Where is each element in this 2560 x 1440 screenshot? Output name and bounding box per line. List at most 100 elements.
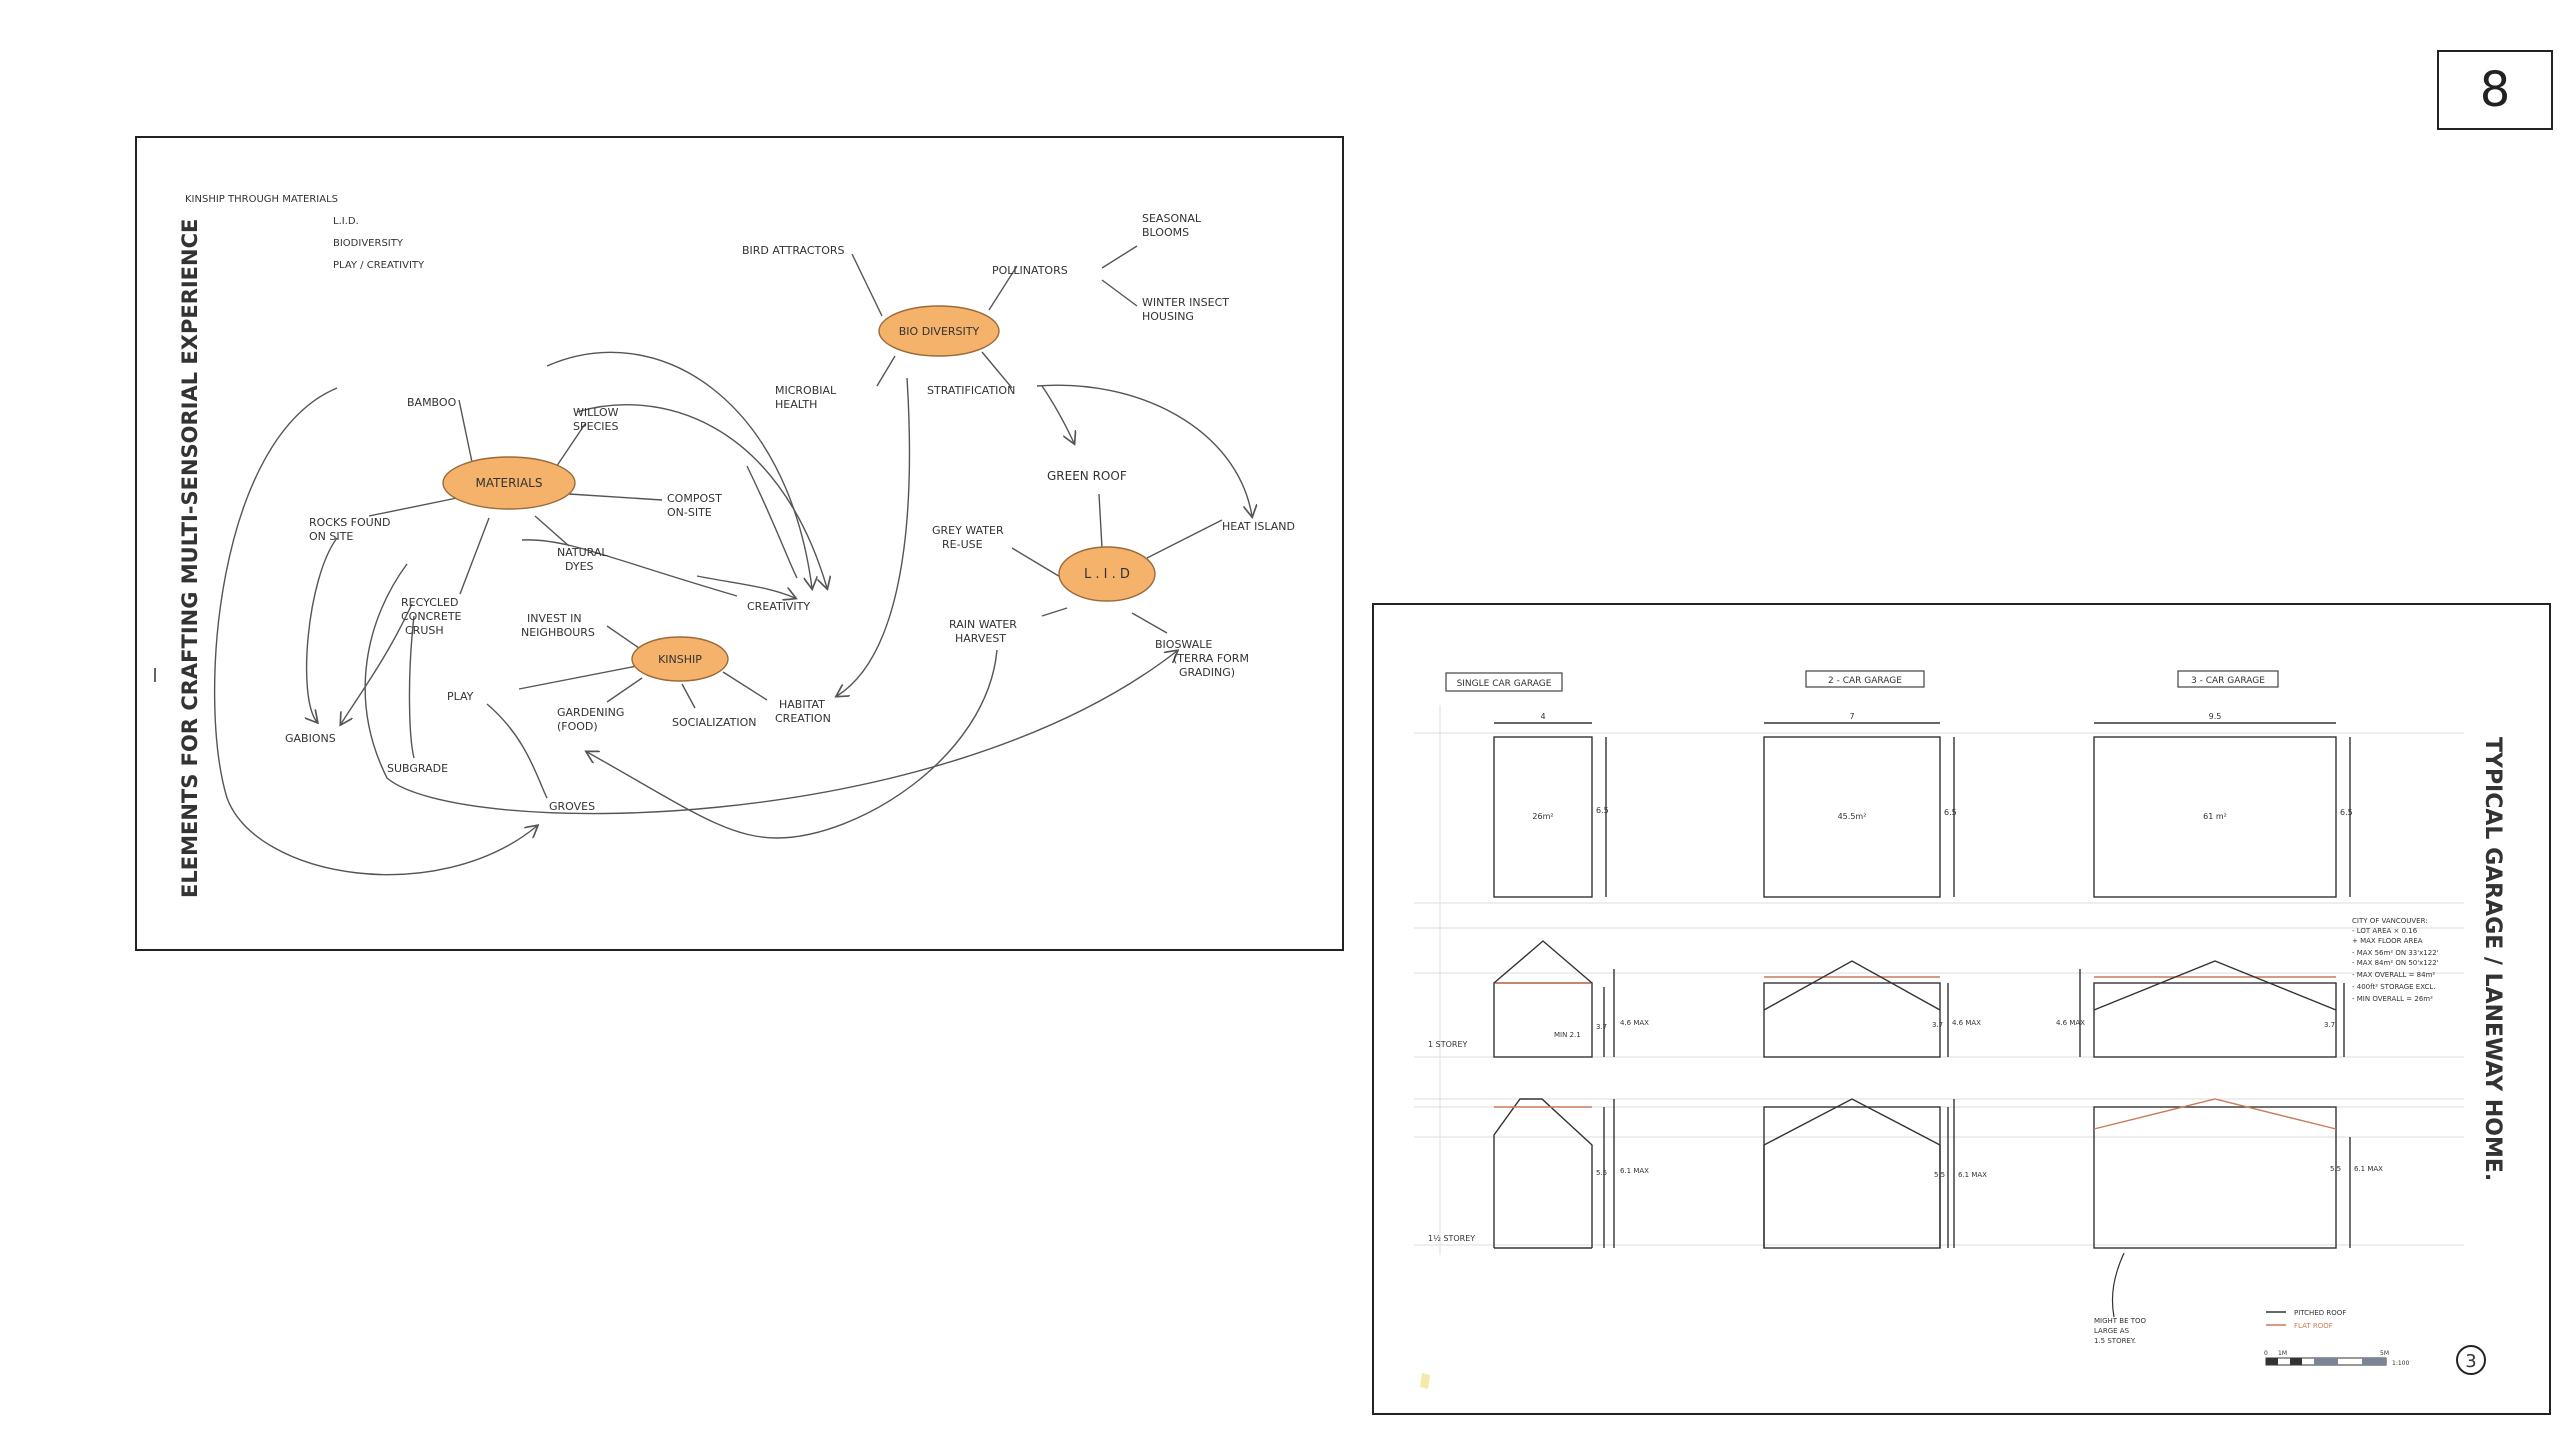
dim-61-two: 6.1 MAX xyxy=(1958,1171,1987,1179)
node-willow-2: SPECIES xyxy=(573,420,618,433)
node-grey-water-2: RE-USE xyxy=(942,538,983,551)
svg-text:- MAX 56m² ON 33'x122': - MAX 56m² ON 33'x122' xyxy=(2352,949,2439,957)
dim-61-three: 6.1 MAX xyxy=(2354,1165,2383,1173)
scale-bar: 0 1M 5M 1:100 xyxy=(2264,1350,2409,1367)
row-label-one-storey: 1 STOREY xyxy=(1428,1040,1468,1049)
hub-biodiversity xyxy=(878,305,1000,357)
width-two: 7 xyxy=(1849,712,1854,721)
node-rain-water-2: HARVEST xyxy=(955,632,1006,645)
depth-single: 6.5 xyxy=(1596,806,1609,815)
dim-max-two: 4.6 MAX xyxy=(1952,1019,1981,1027)
garage-panel: SINGLE CAR GARAGE 2 - CAR GARAGE 3 - CAR… xyxy=(1372,603,2551,1415)
node-bioswale-2: (TERRA FORM xyxy=(1173,652,1249,665)
hub-biodiversity-label: BIO DIVERSITY xyxy=(899,325,980,338)
floor-plans xyxy=(1493,722,2351,898)
dim-55-single: 5.5 xyxy=(1596,1169,1607,1177)
dim-55-three: 5.5 xyxy=(2330,1165,2341,1173)
node-recycled-2: CONCRETE xyxy=(401,610,462,623)
svg-text:+ MAX FLOOR AREA: + MAX FLOOR AREA xyxy=(2352,937,2423,945)
svg-text:5M: 5M xyxy=(2380,1350,2389,1357)
area-two: 45.5m² xyxy=(1838,812,1867,821)
node-rocks-2: ON SITE xyxy=(309,530,353,543)
hub-materials xyxy=(442,456,576,510)
garage-title: TYPICAL GARAGE / LANEWAY HOME. xyxy=(2480,737,2505,1181)
elevations-one-storey xyxy=(1493,940,2345,1058)
dim-37-single: 3.7 xyxy=(1596,1023,1607,1031)
node-rocks-1: ROCKS FOUND xyxy=(309,516,390,529)
svg-text:1M: 1M xyxy=(2278,1350,2287,1357)
node-microbial-1: MICROBIAL xyxy=(775,384,837,397)
node-seasonal-2: BLOOMS xyxy=(1142,226,1189,239)
svg-text:CITY OF VANCOUVER:: CITY OF VANCOUVER: xyxy=(2352,917,2428,925)
node-green-roof: GREEN ROOF xyxy=(1047,469,1127,483)
node-invest-1: INVEST IN xyxy=(527,612,582,625)
node-seasonal-1: SEASONAL xyxy=(1142,212,1202,225)
node-pollinators: POLLINATORS xyxy=(992,264,1068,277)
depth-three: 6.5 xyxy=(2340,808,2353,817)
node-groves: GROVES xyxy=(549,800,595,813)
intro-line: PLAY / CREATIVITY xyxy=(333,260,425,271)
page-number-text: 8 xyxy=(2479,62,2511,118)
node-habitat-2: CREATION xyxy=(775,712,831,725)
width-three: 9.5 xyxy=(2209,712,2222,721)
node-subgrade: SUBGRADE xyxy=(387,762,448,775)
dim-55-two: 5.5 xyxy=(1934,1171,1945,1179)
svg-text:MIGHT BE TOO: MIGHT BE TOO xyxy=(2094,1317,2147,1325)
node-stratification: STRATIFICATION xyxy=(927,384,1015,397)
garage-drawing: SINGLE CAR GARAGE 2 - CAR GARAGE 3 - CAR… xyxy=(1414,670,2505,1389)
svg-text:- MIN OVERALL = 26m²: - MIN OVERALL = 26m² xyxy=(2352,995,2433,1003)
node-recycled-1: RECYCLED xyxy=(401,596,458,609)
hub-kinship xyxy=(631,636,729,682)
svg-text:1:100: 1:100 xyxy=(2392,1360,2409,1367)
node-bioswale-3: GRADING) xyxy=(1179,666,1235,679)
width-single: 4 xyxy=(1540,712,1545,721)
annotation-arrow xyxy=(2111,1252,2125,1318)
node-willow-1: WILLOW xyxy=(573,406,619,419)
node-gabions: GABIONS xyxy=(285,732,336,745)
elevations-one-half-storey xyxy=(1493,1098,2351,1249)
svg-text:FLAT ROOF: FLAT ROOF xyxy=(2294,1322,2333,1330)
node-bamboo: BAMBOO xyxy=(407,396,457,409)
node-compost-2: ON-SITE xyxy=(667,506,712,519)
hub-kinship-label: KINSHIP xyxy=(658,653,702,666)
dim-37-three: 3.7 xyxy=(2324,1021,2335,1029)
dim-max-single: 4.6 MAX xyxy=(1620,1019,1649,1027)
intro-line: L.I.D. xyxy=(333,216,359,227)
node-dyes-2: DYES xyxy=(565,560,594,573)
node-grey-water-1: GREY WATER xyxy=(932,524,1004,537)
node-play: PLAY xyxy=(447,690,474,703)
hub-lid xyxy=(1058,546,1156,602)
annotation-note: MIGHT BE TOO LARGE AS 1.5 STOREY. xyxy=(2094,1317,2147,1345)
intro-line: KINSHIP THROUGH MATERIALS xyxy=(185,194,338,205)
column-three: 3 - CAR GARAGE xyxy=(2191,676,2265,686)
node-dyes-1: NATURAL xyxy=(557,546,608,559)
mind-map-title: ELEMENTS FOR CRAFTING MULTI-SENSORIAL EX… xyxy=(178,219,202,898)
node-winter-2: HOUSING xyxy=(1142,310,1194,323)
area-single: 26m² xyxy=(1532,812,1553,821)
intro-line: BIODIVERSITY xyxy=(333,238,404,249)
dim-max-three: 4.6 MAX xyxy=(2056,1019,2085,1027)
area-three: 61 m² xyxy=(2203,812,2227,821)
hub-lid-label: L . I . D xyxy=(1084,567,1130,582)
svg-text:0: 0 xyxy=(2264,1350,2268,1357)
svg-text:1.5 STOREY.: 1.5 STOREY. xyxy=(2094,1337,2136,1345)
node-microbial-2: HEALTH xyxy=(775,398,817,411)
sheet-number-circle xyxy=(2456,1345,2486,1375)
svg-text:- MAX OVERALL = 84m²: - MAX OVERALL = 84m² xyxy=(2352,971,2435,979)
node-gardening-2: (FOOD) xyxy=(557,720,598,733)
dim-61-single: 6.1 MAX xyxy=(1620,1167,1649,1175)
connector-lines xyxy=(213,245,1252,876)
hub-materials-label: MATERIALS xyxy=(476,476,543,490)
mind-map-drawing: MATERIALS BIO DIVERSITY L . I . D KINSHI… xyxy=(154,194,1295,898)
dim-min-single: MIN 2.1 xyxy=(1554,1031,1581,1039)
node-socialization: SOCIALIZATION xyxy=(672,716,757,729)
column-two: 2 - CAR GARAGE xyxy=(1828,676,1902,686)
node-creativity: CREATIVITY xyxy=(747,600,810,613)
city-notes: CITY OF VANCOUVER: - LOT AREA × 0.16 + M… xyxy=(2352,917,2439,1003)
paper-smudge xyxy=(1420,1373,1430,1389)
sheet-number: 3 xyxy=(2465,1351,2476,1372)
node-recycled-3: CRUSH xyxy=(405,624,444,637)
column-headers xyxy=(1445,670,2279,692)
node-compost-1: COMPOST xyxy=(667,492,722,505)
mind-map-panel: MATERIALS BIO DIVERSITY L . I . D KINSHI… xyxy=(135,136,1344,951)
